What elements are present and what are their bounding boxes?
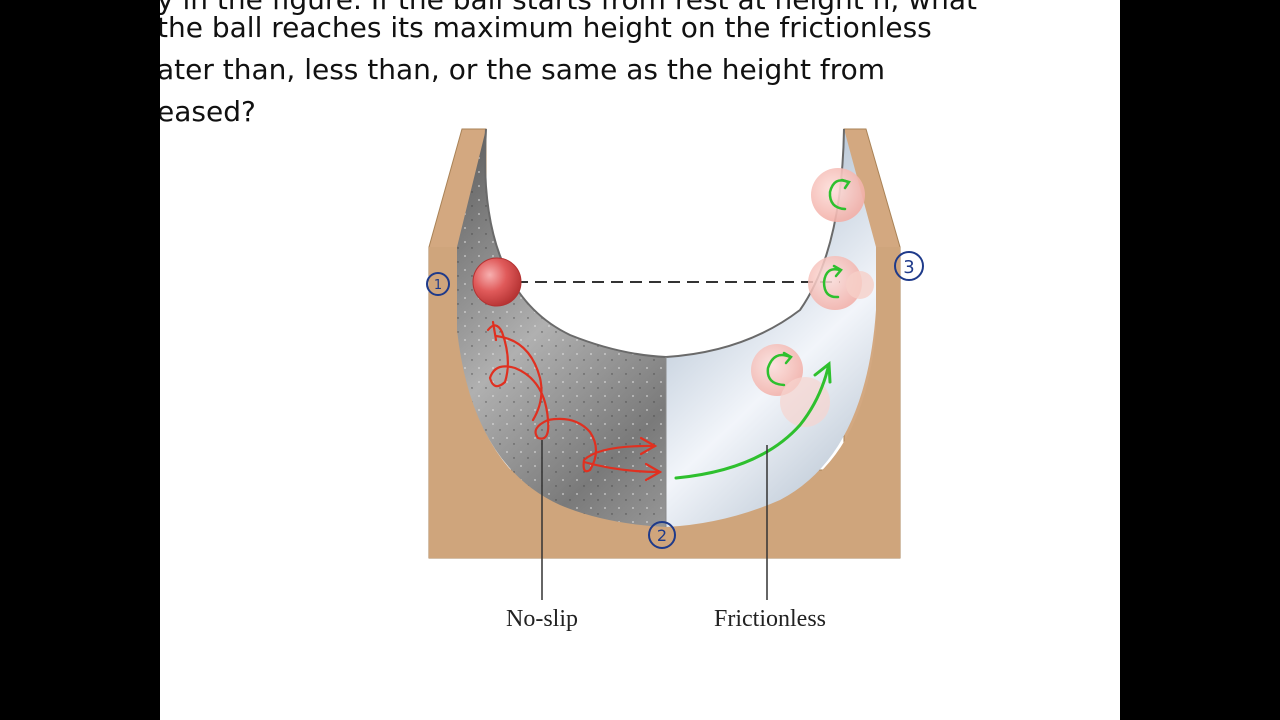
right-black-bar [1120, 0, 1280, 720]
question-line-1: the ball reaches its maximum height on t… [160, 11, 932, 44]
label-frictionless: Frictionless [714, 606, 826, 632]
question-line-3: eased? [160, 95, 256, 128]
label-no-slip: No-slip [506, 606, 578, 632]
svg-text:1: 1 [434, 278, 442, 293]
start-ball [472, 257, 522, 307]
half-pipe-figure: No-slip Frictionless 1 2 3 [426, 128, 924, 632]
question-line-2: ater than, less than, or the same as the… [160, 53, 886, 86]
svg-text:3: 3 [903, 257, 914, 278]
green-rotation-arrows [766, 178, 851, 387]
left-black-bar [0, 0, 160, 720]
slide-canvas: y in the figure. If the ball starts from… [160, 0, 1120, 720]
green-trajectory-arrow [674, 361, 832, 480]
question-line-0: y in the figure. If the ball starts from… [160, 0, 977, 17]
marker-2: 2 [648, 521, 676, 549]
marker-1: 1 [426, 272, 450, 296]
marker-3: 3 [894, 251, 924, 281]
red-rolling-scribble [486, 320, 663, 482]
ghost-balls [751, 168, 874, 427]
svg-text:2: 2 [657, 526, 667, 545]
